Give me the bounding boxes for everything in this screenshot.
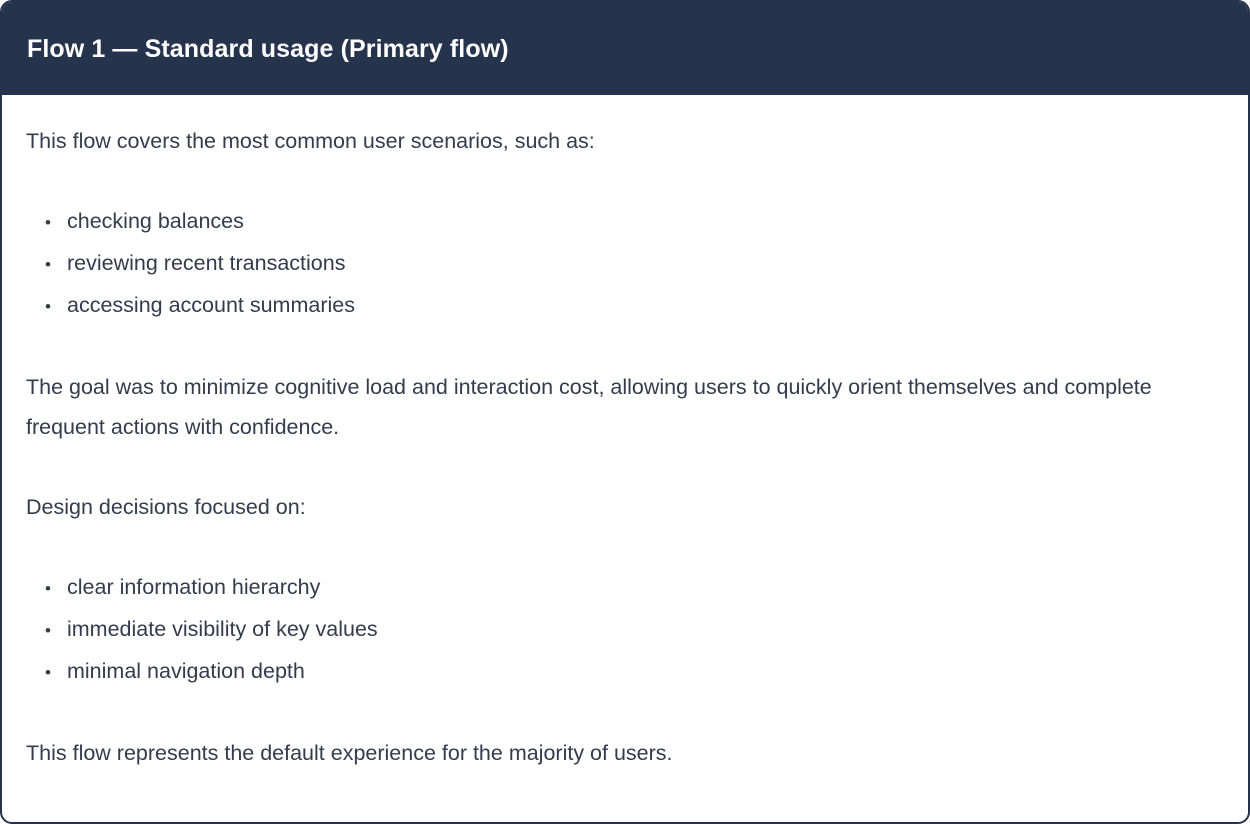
spacer-after-intro xyxy=(26,161,1224,201)
list-item: • accessing account summaries xyxy=(26,285,1224,327)
closing-paragraph: This flow represents the default experie… xyxy=(26,741,673,765)
card-header: Flow 1 — Standard usage (Primary flow) xyxy=(2,2,1248,95)
list-item-label: minimal navigation depth xyxy=(67,659,305,683)
list-item-label: clear information hierarchy xyxy=(67,575,321,599)
list-item-label: immediate visibility of key values xyxy=(67,617,378,641)
list-item: • minimal navigation depth xyxy=(26,651,1224,693)
list-item-label: accessing account summaries xyxy=(67,293,355,317)
list-item: • clear information hierarchy xyxy=(26,567,1224,609)
design-intro-paragraph: Design decisions focused on: xyxy=(26,495,306,519)
list-item: • reviewing recent transactions xyxy=(26,243,1224,285)
spacer-after-design-list xyxy=(26,693,1224,733)
bullet-dot-icon: • xyxy=(45,297,51,316)
list-item: • checking balances xyxy=(26,201,1224,243)
list-item-label: checking balances xyxy=(67,209,244,233)
design-decisions-list: • clear information hierarchy • immediat… xyxy=(26,567,1224,693)
bullet-dot-icon: • xyxy=(45,579,51,598)
bullet-dot-icon: • xyxy=(45,255,51,274)
list-item: • immediate visibility of key values xyxy=(26,609,1224,651)
scenarios-list: • checking balances • reviewing recent t… xyxy=(26,201,1224,327)
card-header-title: Flow 1 — Standard usage (Primary flow) xyxy=(27,34,509,63)
spacer-after-goal xyxy=(26,447,1224,487)
list-item-label: reviewing recent transactions xyxy=(67,251,346,275)
spacer-after-scenarios xyxy=(26,327,1224,367)
goal-paragraph: The goal was to minimize cognitive load … xyxy=(26,375,1152,439)
spacer-after-design-intro xyxy=(26,527,1224,567)
intro-paragraph: This flow covers the most common user sc… xyxy=(26,129,595,153)
bullet-dot-icon: • xyxy=(45,621,51,640)
card-body: This flow covers the most common user sc… xyxy=(2,95,1248,773)
bullet-dot-icon: • xyxy=(45,213,51,232)
bullet-dot-icon: • xyxy=(45,663,51,682)
